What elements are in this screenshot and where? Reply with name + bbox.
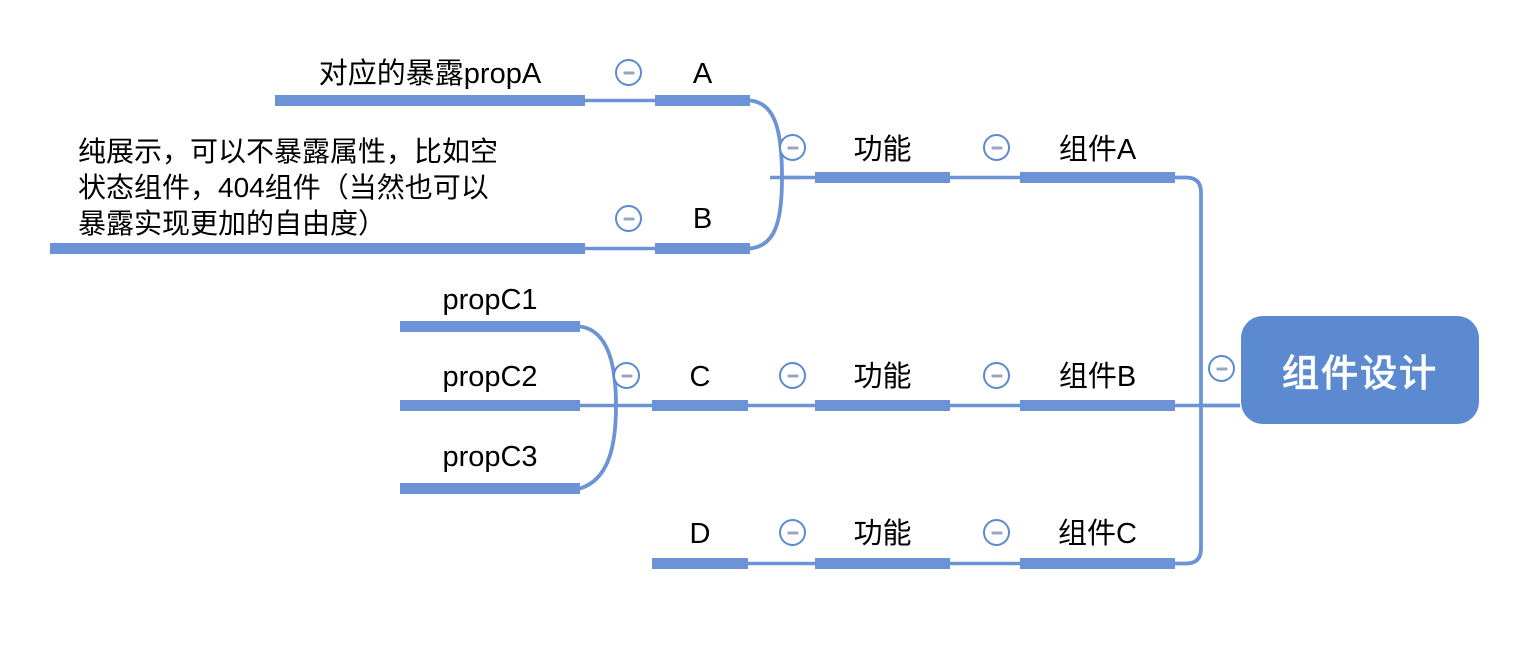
root-node[interactable]: 组件设计 <box>1241 316 1479 424</box>
underline-note-b <box>50 243 585 254</box>
collapse-minus-icon-ab-group[interactable] <box>779 134 806 161</box>
node-label-prop-c2[interactable]: propC2 <box>442 361 538 393</box>
underline-component-b <box>1020 400 1175 411</box>
node-label-feature-c[interactable]: 功能 <box>853 518 912 550</box>
underline-d <box>652 558 748 569</box>
collapse-minus-icon-component-a[interactable] <box>983 134 1010 161</box>
bracket-ab-group <box>748 98 784 251</box>
underline-prop-c3 <box>400 483 580 494</box>
node-label-a[interactable]: A <box>692 58 713 90</box>
collapse-minus-icon-feature-c[interactable] <box>779 519 806 546</box>
node-label-prop-a[interactable]: 对应的暴露propA <box>318 58 542 90</box>
node-label-prop-c3[interactable]: propC3 <box>442 441 538 473</box>
underline-feature-b <box>815 400 950 411</box>
node-label-b[interactable]: B <box>692 203 713 235</box>
collapse-minus-icon-b[interactable] <box>615 205 642 232</box>
node-label-feature-b[interactable]: 功能 <box>853 361 912 393</box>
underline-feature-a <box>815 172 950 183</box>
bracket-prop-c-group <box>578 324 618 491</box>
underline-c <box>652 400 748 411</box>
node-label-d[interactable]: D <box>689 518 711 550</box>
collapse-minus-icon-component-c[interactable] <box>983 519 1010 546</box>
underline-prop-a <box>275 95 585 106</box>
node-label-component-b[interactable]: 组件B <box>1058 361 1137 393</box>
collapse-minus-icon-component-b[interactable] <box>983 362 1010 389</box>
node-label-prop-c1[interactable]: propC1 <box>442 284 538 316</box>
collapse-minus-icon-root[interactable] <box>1208 355 1235 382</box>
underline-b <box>655 243 750 254</box>
node-label-note-b[interactable]: 纯展示，可以不暴露属性，比如空 状态组件，404组件（当然也可以 暴露实现更加的… <box>78 136 499 239</box>
underline-component-c <box>1020 558 1175 569</box>
node-label-component-c[interactable]: 组件C <box>1058 518 1137 550</box>
node-label-c[interactable]: C <box>689 361 711 393</box>
node-label-component-a[interactable]: 组件A <box>1058 134 1137 166</box>
underline-a <box>655 95 750 106</box>
collapse-minus-icon-c-group[interactable] <box>613 362 640 389</box>
collapse-minus-icon-a[interactable] <box>615 59 642 86</box>
underline-component-a <box>1020 172 1175 183</box>
collapse-minus-icon-feature-b[interactable] <box>779 362 806 389</box>
node-label-feature-a[interactable]: 功能 <box>853 134 912 166</box>
underline-prop-c2 <box>400 400 580 411</box>
bracket-root-group <box>1175 175 1203 566</box>
underline-prop-c1 <box>400 321 580 332</box>
underline-feature-c <box>815 558 950 569</box>
